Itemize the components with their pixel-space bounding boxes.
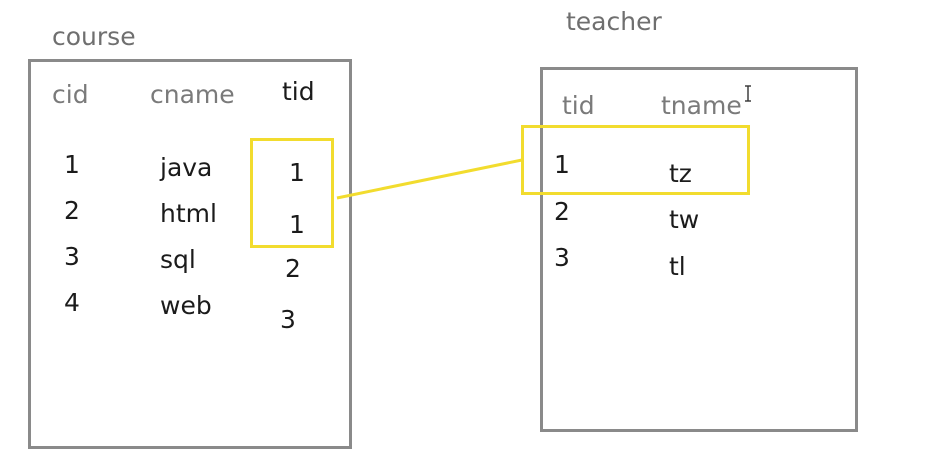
course-tid-cell: 1 [289,210,305,239]
course-tid-cell: 1 [289,158,305,187]
text-cursor-icon [745,85,751,102]
teacher-tname-cell: tz [669,159,692,188]
teacher-row-highlight [521,125,750,195]
teacher-tname-cell: tw [669,205,700,234]
connector-overlay [336,85,751,200]
course-header-cid: cid [52,80,89,109]
teacher-tid-cell: 1 [554,150,570,179]
relation-connector-line [336,158,523,200]
course-cname-cell: sql [160,245,196,274]
course-tid-highlight [250,138,334,248]
teacher-tid-cell: 2 [554,197,570,226]
teacher-table-box [540,67,858,432]
course-cid-cell: 1 [64,150,80,179]
course-cname-cell: web [160,291,212,320]
teacher-header-tname: tname [661,91,742,120]
course-cid-cell: 3 [64,242,80,271]
teacher-header-tid: tid [562,91,595,120]
course-header-cname: cname [150,80,235,109]
course-cname-cell: java [160,153,213,182]
course-table-title: course [52,22,136,51]
teacher-tid-cell: 3 [554,243,570,272]
course-header-tid: tid [282,77,315,106]
course-cid-cell: 4 [64,288,80,317]
course-cname-cell: html [160,199,217,228]
course-tid-cell: 2 [285,254,301,283]
teacher-tname-cell: tl [669,252,686,281]
course-tid-cell: 3 [280,305,296,334]
course-cid-cell: 2 [64,196,80,225]
teacher-table-title: teacher [566,7,662,36]
